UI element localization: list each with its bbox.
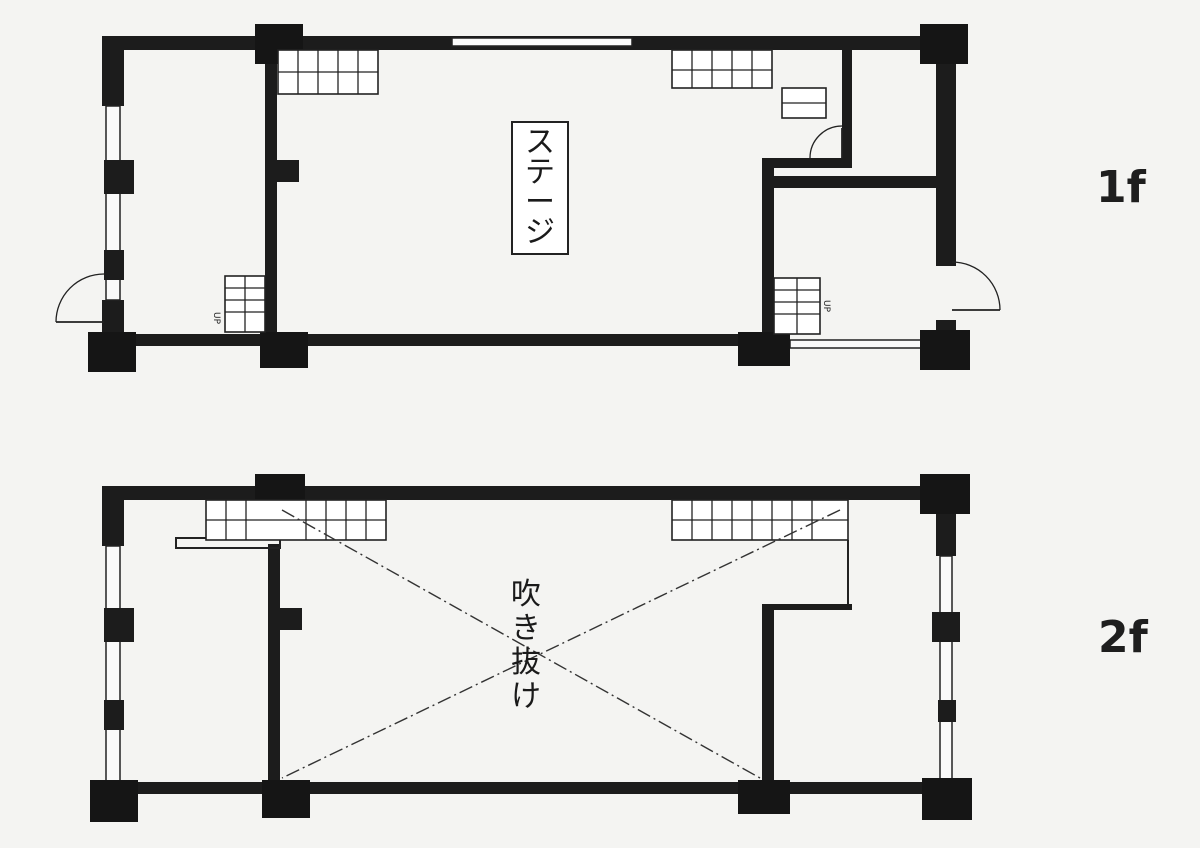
- west-pier-1: [104, 608, 134, 642]
- interior-wall-east: [762, 604, 774, 794]
- stair-north-west: [205, 499, 387, 541]
- vertical-glyph: 抜: [511, 645, 541, 680]
- floor-2-label: 2f: [1098, 612, 1149, 663]
- west-window: [105, 545, 121, 783]
- vertical-glyph: テ: [525, 155, 555, 190]
- vertical-glyph: け: [511, 679, 541, 714]
- interior-wall-west: [268, 544, 280, 794]
- void-text: 吹き抜け: [511, 577, 541, 714]
- floor-2-plan: 吹き抜け 2f: [90, 474, 1149, 822]
- east-room-top: [762, 158, 852, 168]
- floor-1-plan: UP UP ステージ 1f: [55, 24, 1147, 372]
- north-window: [451, 37, 633, 47]
- east-pier-1: [932, 612, 960, 642]
- east-wall-top: [936, 36, 956, 266]
- west-wall-top: [102, 486, 124, 546]
- vertical-glyph: ジ: [525, 215, 555, 250]
- stage-text: ステージ: [525, 125, 555, 250]
- pillar: [262, 780, 310, 818]
- west-pier-1: [104, 160, 134, 194]
- pillar: [920, 24, 968, 64]
- interior-pier: [277, 160, 299, 182]
- west-wall-top: [102, 36, 124, 106]
- stair-label-west: UP: [211, 312, 221, 325]
- north-wall: [102, 486, 942, 500]
- vertical-glyph: ス: [525, 125, 555, 160]
- vertical-glyph: 吹: [511, 577, 541, 612]
- south-east-window: [789, 339, 931, 349]
- interior-wall-west: [265, 50, 277, 346]
- stage-label: ステージ: [511, 121, 569, 255]
- pillar: [920, 474, 970, 514]
- pillar: [88, 332, 136, 372]
- east-pier-2: [938, 700, 956, 722]
- west-pier-2: [104, 700, 124, 730]
- pillar: [90, 780, 138, 822]
- interior-pier: [280, 608, 302, 630]
- stair-north-west: [277, 49, 379, 95]
- vertical-glyph: ー: [525, 185, 555, 220]
- door-west[interactable]: [55, 273, 105, 323]
- east-room-divider: [774, 176, 942, 188]
- stair-north-east: [671, 49, 827, 119]
- pillar: [920, 330, 970, 370]
- east-ledge: [762, 604, 852, 610]
- door-stair-room[interactable]: [809, 125, 843, 159]
- stair-east-up: [773, 277, 821, 335]
- vertical-glyph: き: [511, 611, 541, 646]
- stair-room-wall: [842, 50, 852, 168]
- stair-west-up: [224, 275, 266, 333]
- pillar: [738, 332, 790, 366]
- west-pier-2: [104, 250, 124, 280]
- south-wall: [102, 782, 942, 794]
- east-window: [939, 555, 953, 783]
- pillar: [738, 780, 790, 814]
- pillar: [922, 778, 972, 820]
- stair-north-east: [671, 499, 849, 541]
- stair-label-east: UP: [821, 300, 831, 313]
- door-east[interactable]: [951, 261, 1001, 311]
- south-wall: [102, 334, 772, 346]
- interior-wall-east: [762, 158, 774, 346]
- floor-1-label: 1f: [1096, 162, 1147, 213]
- void-cross: [281, 509, 841, 779]
- pillar: [260, 332, 308, 368]
